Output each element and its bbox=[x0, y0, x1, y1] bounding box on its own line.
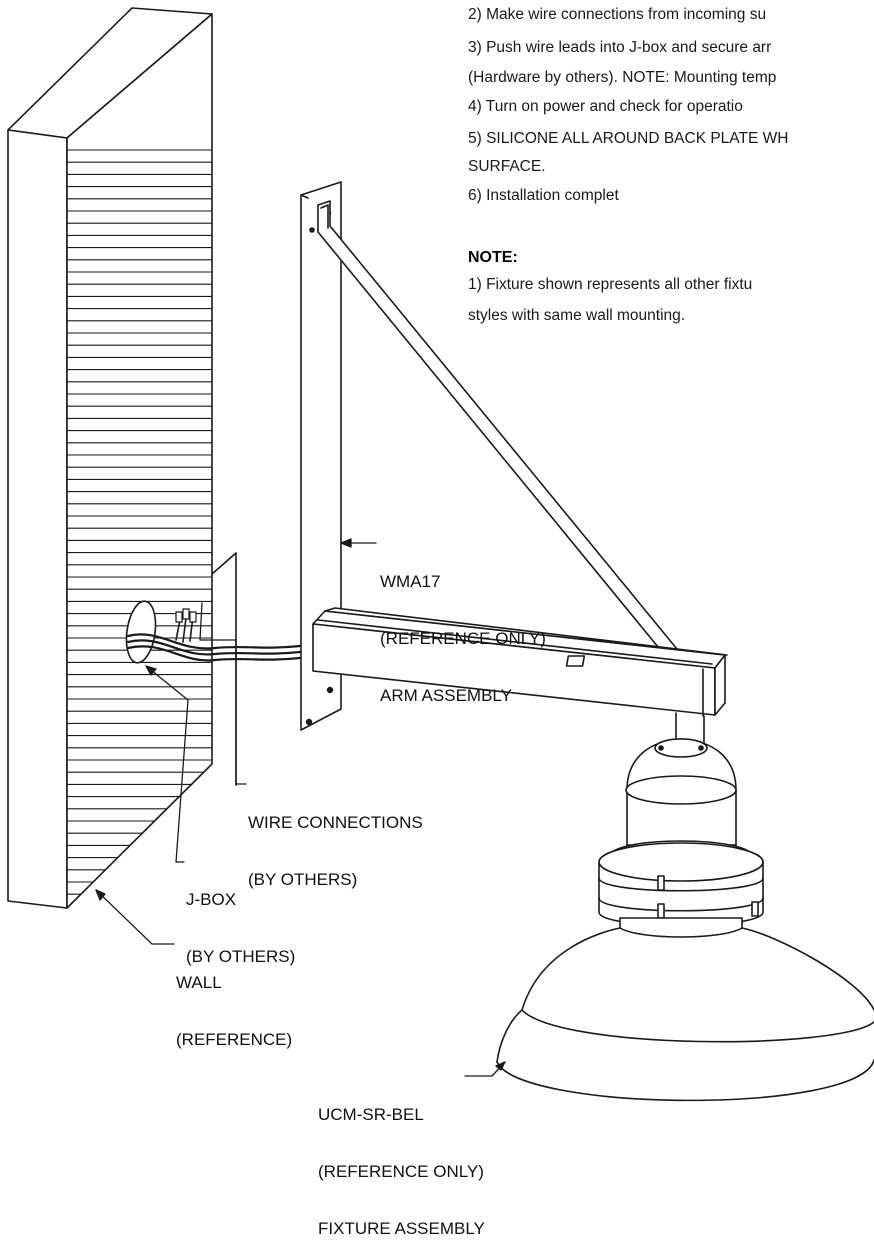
jbox-callout-line-1: J-BOX bbox=[186, 890, 237, 909]
fixture-assembly-callout: UCM-SR-BEL (REFERENCE ONLY) FIXTURE ASSE… bbox=[318, 1067, 485, 1257]
instruction-step-4: 4) Turn on power and check for operatio bbox=[468, 98, 743, 115]
arm-callout-line-2: (REFERENCE ONLY) bbox=[380, 629, 546, 648]
fixture-callout-line-2: (REFERENCE ONLY) bbox=[318, 1162, 484, 1181]
arm-assembly-callout: WMA17 (REFERENCE ONLY) ARM ASSEMBLY bbox=[380, 534, 546, 724]
instruction-step-5-cont: SURFACE. bbox=[468, 158, 546, 175]
wall-drawing bbox=[7, 7, 213, 909]
wall-callout-line-1: WALL bbox=[176, 973, 222, 992]
jbox-callout-line-2: (BY OTHERS) bbox=[186, 947, 296, 966]
arm-back-plate bbox=[300, 181, 342, 731]
instruction-step-3-cont: (Hardware by others). NOTE: Mounting tem… bbox=[468, 69, 777, 86]
instruction-step-3: 3) Push wire leads into J-box and secure… bbox=[468, 39, 772, 56]
wall-callout: WALL (REFERENCE) bbox=[176, 935, 292, 1068]
instruction-step-5: 5) SILICONE ALL AROUND BACK PLATE WH bbox=[468, 130, 789, 147]
fixture-drawing bbox=[496, 712, 874, 1102]
mounting-plane bbox=[211, 552, 237, 786]
note-heading: NOTE: bbox=[468, 249, 518, 266]
wire-bundle bbox=[126, 608, 302, 662]
arm-callout-line-3: ARM ASSEMBLY bbox=[380, 686, 512, 705]
wires-callout-line-1: WIRE CONNECTIONS bbox=[248, 813, 423, 832]
note-line-1: 1) Fixture shown represents all other fi… bbox=[468, 276, 753, 293]
installation-diagram bbox=[7, 7, 874, 1102]
fixture-callout-line-3: FIXTURE ASSEMBLY bbox=[318, 1219, 485, 1238]
note-line-2: styles with same wall mounting. bbox=[468, 307, 686, 324]
wall-callout-line-2: (REFERENCE) bbox=[176, 1030, 293, 1049]
fixture-callout-line-1: UCM-SR-BEL bbox=[318, 1105, 424, 1124]
instruction-step-2: 2) Make wire connections from incoming s… bbox=[468, 6, 767, 23]
arm-horizontal-beam bbox=[312, 607, 728, 717]
instruction-step-6: 6) Installation complet bbox=[468, 187, 619, 204]
wire-connections-callout: WIRE CONNECTIONS (BY OTHERS) bbox=[248, 775, 423, 908]
arm-callout-line-1: WMA17 bbox=[380, 572, 441, 591]
j-box-callout: J-BOX (BY OTHERS) bbox=[186, 852, 295, 985]
leader-lines bbox=[95, 538, 506, 1077]
wires-callout-line-2: (BY OTHERS) bbox=[248, 870, 358, 889]
